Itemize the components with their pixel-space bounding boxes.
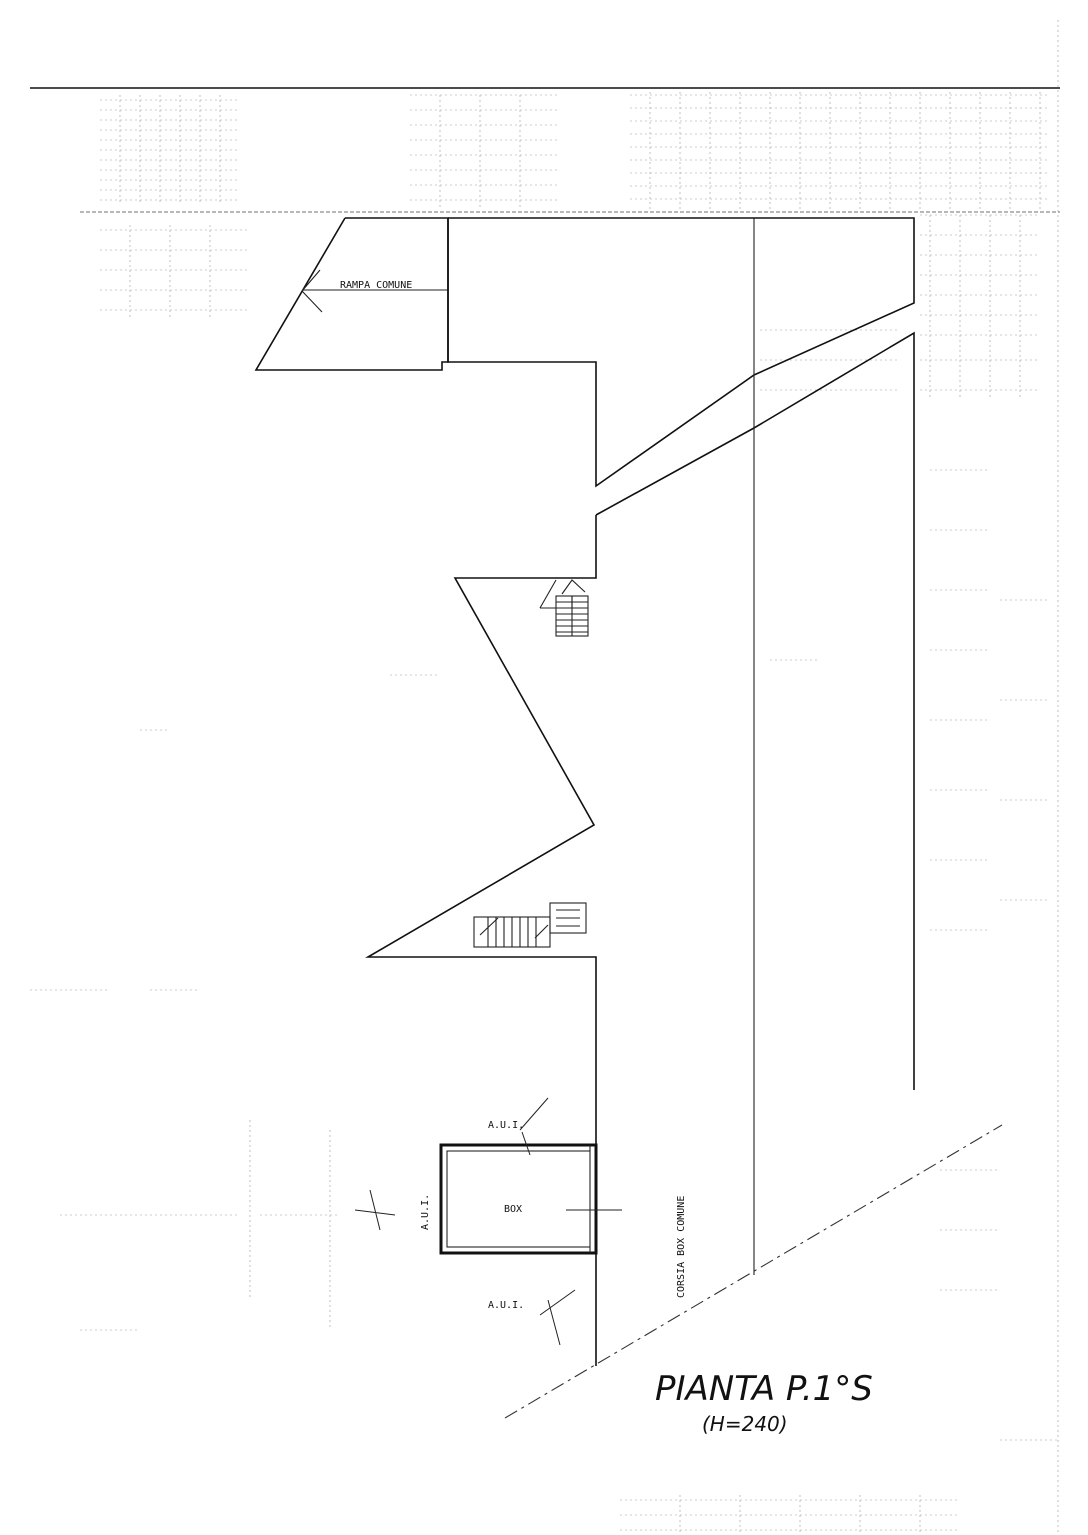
plan-subtitle: (H=240) <box>702 1412 788 1436</box>
pen-mark-left <box>354 1189 396 1231</box>
pen-mark-top <box>519 1097 549 1156</box>
staircase-lower <box>473 902 587 948</box>
ramp-arrow-icon <box>301 269 323 313</box>
background-grid <box>30 20 1060 1535</box>
plan-title: PIANTA P.1°S <box>655 1369 873 1409</box>
aui-left-label: A.U.I. <box>420 1194 431 1230</box>
rampa-label: RAMPA COMUNE <box>340 280 412 291</box>
aui-top-label: A.U.I. <box>488 1120 524 1131</box>
box-unit[interactable] <box>439 1143 622 1255</box>
box-label: BOX <box>504 1204 522 1215</box>
corsia-label: CORSIA BOX COMUNE <box>676 1196 687 1298</box>
aui-bottom-label: A.U.I. <box>488 1300 524 1311</box>
staircase-upper <box>539 579 589 637</box>
pen-mark-bottom <box>539 1289 576 1346</box>
lower-boundary-line <box>504 1124 1003 1419</box>
building-outline <box>365 217 915 1366</box>
ramp-area <box>254 217 449 371</box>
